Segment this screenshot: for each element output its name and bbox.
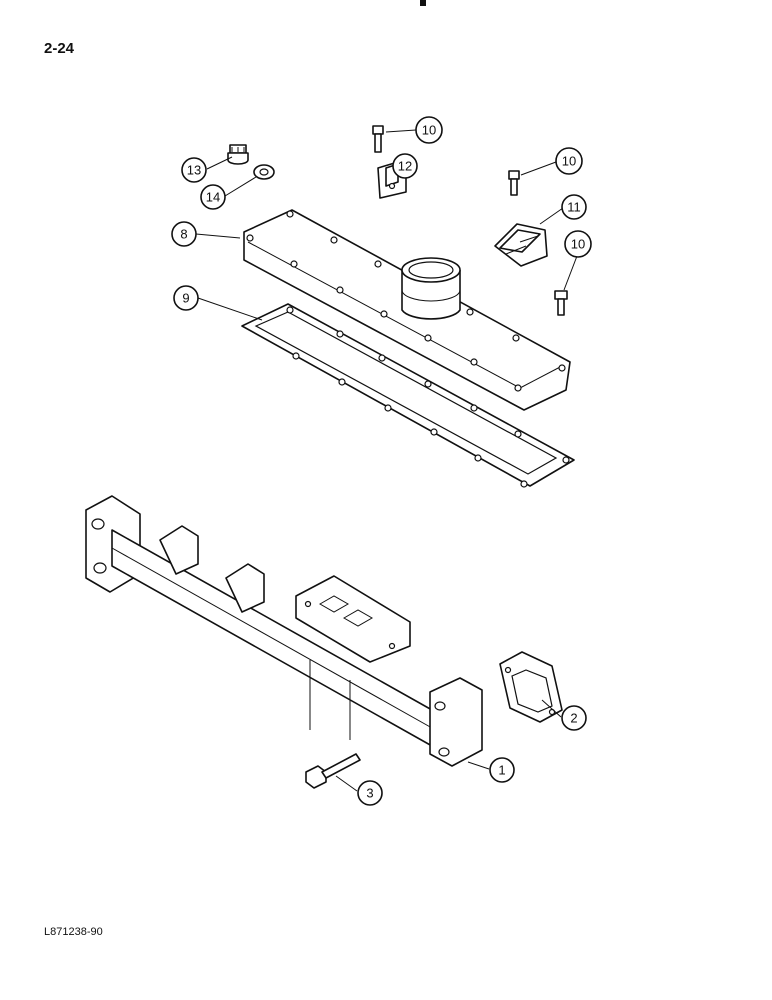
callout-2: 2 <box>561 705 587 731</box>
svg-text:13: 13 <box>187 163 201 178</box>
callout-13: 13 <box>181 157 207 183</box>
large-bracket-part <box>494 223 548 267</box>
cover-plate-part <box>243 209 571 411</box>
svg-text:8: 8 <box>180 227 187 242</box>
callout-10-top: 10 <box>415 116 443 144</box>
callout-14: 14 <box>200 184 226 210</box>
callout-1: 1 <box>489 757 515 783</box>
callout-9: 9 <box>173 285 199 311</box>
bolt-part-lower <box>554 290 568 316</box>
svg-text:10: 10 <box>422 123 436 138</box>
svg-text:10: 10 <box>571 237 585 252</box>
svg-text:2: 2 <box>570 711 577 726</box>
top-edge-mark <box>420 0 426 6</box>
gasket-part <box>241 303 575 488</box>
bolt-part-top <box>372 125 384 153</box>
bolt-part-right <box>508 170 520 196</box>
svg-text:11: 11 <box>567 200 581 215</box>
svg-text:14: 14 <box>206 190 220 205</box>
svg-text:1: 1 <box>498 763 505 778</box>
svg-text:3: 3 <box>366 786 373 801</box>
callout-3: 3 <box>357 780 383 806</box>
svg-text:10: 10 <box>562 154 576 169</box>
callout-10-lower: 10 <box>564 230 592 258</box>
figure-code: L871238-90 <box>44 926 103 938</box>
callout-12: 12 <box>392 153 418 179</box>
svg-text:9: 9 <box>182 291 189 306</box>
manifold-bolt-part <box>305 753 361 789</box>
page-number: 2-24 <box>44 40 75 57</box>
callout-8: 8 <box>171 221 197 247</box>
callout-10-right: 10 <box>555 147 583 175</box>
plug-part <box>227 144 249 165</box>
flange-gasket-part <box>499 651 563 723</box>
callout-11: 11 <box>561 194 587 220</box>
callouts: 13 14 10 12 10 11 10 8 <box>171 116 592 806</box>
washer-part <box>253 164 275 180</box>
leader-lines <box>195 129 578 792</box>
exhaust-manifold-part <box>85 495 483 767</box>
svg-text:12: 12 <box>398 159 412 174</box>
